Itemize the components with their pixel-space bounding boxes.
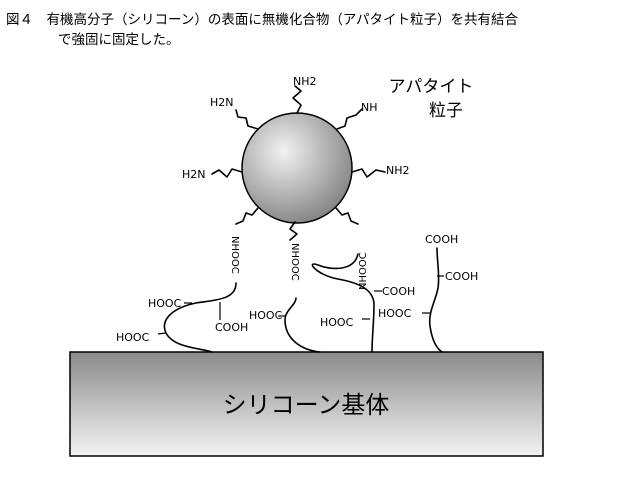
group-chain1-cooh: COOH	[215, 321, 248, 334]
chain-upper-left	[235, 109, 259, 130]
group-upper-right-nh: NH	[361, 101, 378, 114]
group-chain4-cooh-mid: COOH	[445, 270, 478, 283]
group-chain3-hooc: HOOC	[320, 316, 354, 329]
amine-chains	[211, 85, 386, 241]
silicone-substrate: シリコーン基体	[69, 351, 544, 457]
group-right-nh2: NH2	[386, 164, 410, 177]
chain-top	[292, 85, 302, 114]
group-chain4-hooc: HOOC	[378, 307, 412, 320]
group-nhooc-right: NHOOC	[358, 252, 369, 290]
figure-caption: 図４ 有機高分子（シリコーン）の表面に無機化合物（アパタイト粒子）を共有結合 で…	[6, 10, 618, 50]
group-chain1-hooc-top: HOOC	[148, 297, 182, 310]
chain-lower-right	[335, 207, 359, 225]
group-chain3-cooh: COOH	[382, 285, 415, 298]
polymer-chains	[157, 247, 444, 353]
caption-line-2: で強固に固定した。	[58, 32, 180, 48]
polymer-chain-4	[428, 247, 443, 353]
group-chain2-hooc: HOOC	[249, 309, 283, 322]
particle-label-line2: 粒子	[429, 101, 463, 121]
polymer-chain-1	[163, 282, 237, 353]
group-chain4-cooh-top: COOH	[425, 233, 458, 246]
caption-line-1: 図４ 有機高分子（シリコーン）の表面に無機化合物（アパタイト粒子）を共有結合	[6, 12, 519, 28]
chain1-branch-hooc-bottom	[157, 332, 167, 335]
chain-bottom	[289, 221, 298, 241]
group-left-h2n: H2N	[182, 168, 206, 181]
substrate-label: シリコーン基体	[223, 391, 390, 419]
group-upper-left-h2n: H2N	[210, 96, 234, 109]
polymer-chain-2	[284, 297, 321, 353]
chain-left	[211, 168, 243, 178]
polymer-chain-3	[311, 253, 375, 353]
chain-upper-right	[336, 108, 363, 130]
chain-right	[351, 168, 386, 178]
group-chain1-hooc-bottom: HOOC	[116, 331, 150, 344]
chain-lower-left	[235, 207, 259, 225]
particle-label-line1: アパタイト	[389, 77, 474, 97]
group-nhooc-left: NHOOC	[229, 236, 240, 274]
group-top-nh2: NH2	[293, 75, 317, 88]
group-nhooc-center: NHOOC	[289, 243, 300, 281]
